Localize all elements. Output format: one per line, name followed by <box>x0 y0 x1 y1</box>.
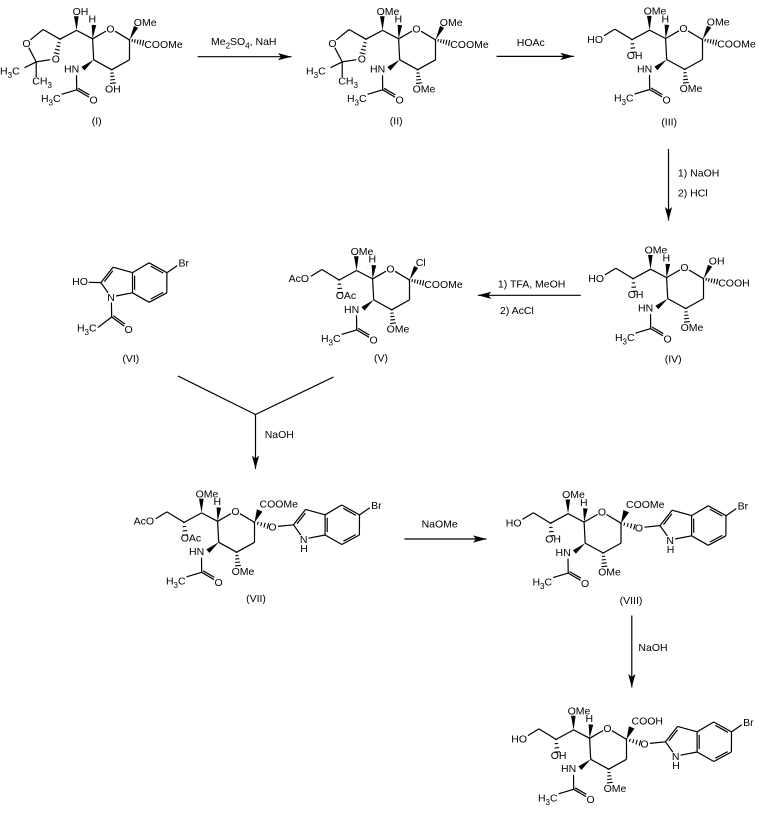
svg-text:OMe: OMe <box>681 322 704 334</box>
svg-text:O: O <box>52 54 60 66</box>
svg-text:O: O <box>231 506 239 518</box>
svg-text:Br: Br <box>738 501 749 513</box>
svg-text:COOMe: COOMe <box>626 499 665 511</box>
svg-text:HO: HO <box>506 517 522 529</box>
svg-text:HO: HO <box>587 34 603 46</box>
svg-text:OMe: OMe <box>413 83 436 95</box>
svg-text:Br: Br <box>179 258 190 270</box>
svg-text:(I): (I) <box>92 116 102 128</box>
svg-text:OH: OH <box>73 6 89 18</box>
svg-text:NaOH: NaOH <box>265 429 294 441</box>
svg-text:OMe: OMe <box>440 17 463 29</box>
svg-text:OH: OH <box>709 255 725 267</box>
svg-text:H: H <box>667 544 675 556</box>
svg-text:HN: HN <box>561 763 576 775</box>
svg-text:HOAc: HOAc <box>517 37 545 49</box>
svg-text:OMe: OMe <box>680 83 703 95</box>
svg-text:(III): (III) <box>661 117 677 129</box>
svg-text:O: O <box>412 23 420 35</box>
svg-text:O: O <box>370 335 378 347</box>
svg-text:COOMe: COOMe <box>424 279 463 291</box>
svg-text:AcO: AcO <box>289 273 309 285</box>
svg-text:NaOMe: NaOMe <box>422 519 458 531</box>
svg-text:O: O <box>125 324 133 336</box>
svg-text:O: O <box>106 23 114 35</box>
svg-text:OMe: OMe <box>568 705 591 717</box>
svg-text:(VI): (VI) <box>122 353 139 365</box>
svg-text:OH: OH <box>628 289 644 301</box>
svg-text:OMe: OMe <box>134 17 157 29</box>
svg-text:2) HCl: 2) HCl <box>678 188 708 200</box>
svg-text:O: O <box>680 262 688 274</box>
svg-text:COOH: COOH <box>718 278 750 290</box>
svg-text:HN: HN <box>64 64 79 76</box>
svg-text:O: O <box>386 263 394 275</box>
svg-text:AcO: AcO <box>134 515 154 527</box>
svg-text:(IV): (IV) <box>665 354 682 366</box>
svg-text:(II): (II) <box>390 116 403 128</box>
svg-text:OH: OH <box>627 50 643 62</box>
svg-text:HN: HN <box>189 546 204 558</box>
svg-text:HN: HN <box>637 63 652 75</box>
svg-text:COOMe: COOMe <box>144 39 183 51</box>
svg-text:OMe: OMe <box>377 6 400 18</box>
svg-text:COOMe: COOMe <box>260 498 299 510</box>
svg-text:O: O <box>679 23 687 35</box>
svg-text:O: O <box>635 522 643 534</box>
svg-text:OH: OH <box>105 83 121 95</box>
svg-text:O: O <box>663 94 671 106</box>
svg-text:HN: HN <box>344 304 359 316</box>
svg-text:COOH: COOH <box>632 715 664 727</box>
svg-text:O: O <box>598 507 606 519</box>
svg-text:HO: HO <box>72 276 88 288</box>
svg-text:Br: Br <box>371 500 382 512</box>
svg-text:O: O <box>90 95 98 107</box>
svg-text:COOMe: COOMe <box>717 39 756 51</box>
svg-text:OAc: OAc <box>181 532 201 544</box>
svg-text:H: H <box>89 14 97 26</box>
svg-text:OH: OH <box>551 750 567 762</box>
svg-text:H: H <box>672 760 680 772</box>
svg-text:O: O <box>664 333 672 345</box>
svg-text:OMe: OMe <box>196 488 219 500</box>
svg-text:O: O <box>396 95 404 107</box>
svg-text:HO: HO <box>588 273 604 285</box>
svg-text:OH: OH <box>545 534 561 546</box>
svg-text:OMe: OMe <box>645 245 668 257</box>
svg-text:HN: HN <box>638 303 653 315</box>
svg-text:2) AcCl: 2) AcCl <box>500 305 534 317</box>
svg-text:OAc: OAc <box>336 290 356 302</box>
svg-text:OMe: OMe <box>644 6 667 18</box>
svg-text:OMe: OMe <box>232 566 255 578</box>
svg-text:(VII): (VII) <box>246 593 266 605</box>
svg-text:OMe: OMe <box>604 783 627 795</box>
svg-text:OMe: OMe <box>562 489 585 501</box>
svg-text:(VIII): (VIII) <box>620 595 643 607</box>
svg-text:O: O <box>640 739 648 751</box>
svg-text:O: O <box>587 794 595 806</box>
svg-text:O: O <box>215 577 223 589</box>
svg-text:1) TFA, MeOH: 1) TFA, MeOH <box>498 279 566 291</box>
svg-text:HN: HN <box>556 547 571 559</box>
svg-text:OMe: OMe <box>351 246 374 258</box>
svg-text:(V): (V) <box>374 353 388 365</box>
svg-text:OMe: OMe <box>598 567 621 579</box>
svg-text:O: O <box>581 578 589 590</box>
svg-text:O: O <box>358 54 366 66</box>
svg-text:HN: HN <box>370 64 385 76</box>
svg-text:OMe: OMe <box>387 323 410 335</box>
svg-text:Br: Br <box>743 717 754 729</box>
svg-text:COOMe: COOMe <box>450 39 489 51</box>
svg-text:HO: HO <box>511 734 527 746</box>
svg-text:O: O <box>268 522 276 534</box>
svg-text:H: H <box>300 543 308 555</box>
svg-text:Cl: Cl <box>416 257 426 269</box>
svg-text:1) NaOH: 1) NaOH <box>678 168 719 180</box>
svg-text:OMe: OMe <box>707 17 730 29</box>
svg-text:N: N <box>107 292 115 304</box>
svg-text:NaOH: NaOH <box>638 642 667 654</box>
svg-text:O: O <box>603 723 611 735</box>
